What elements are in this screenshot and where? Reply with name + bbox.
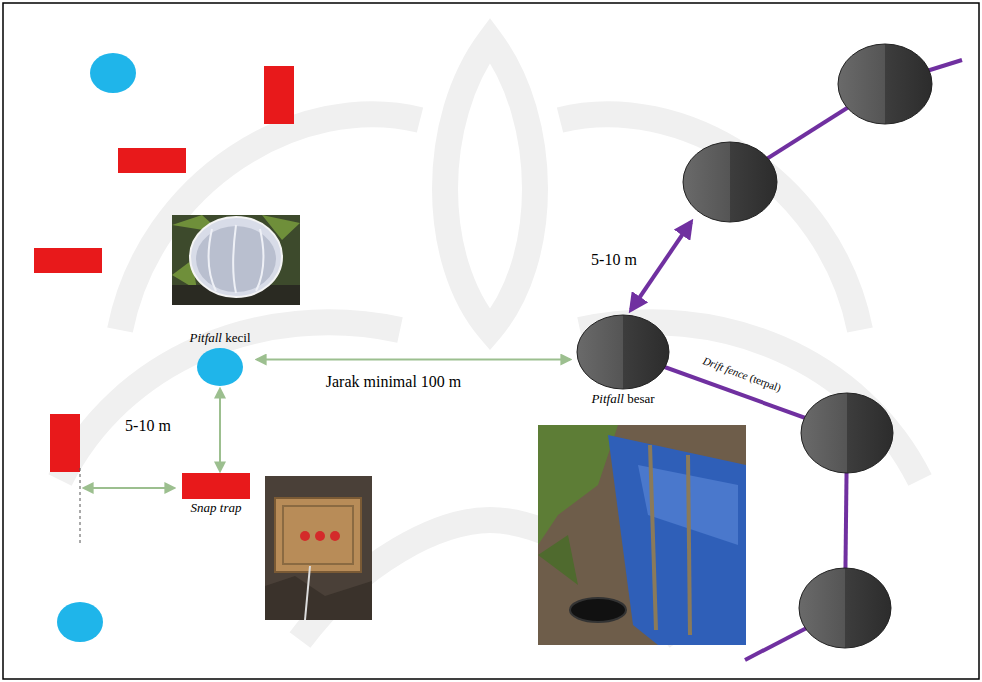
- snap-trap-photo: [265, 476, 372, 620]
- dashed-guide: [80, 468, 81, 545]
- text-part: Jarak minimal 100 m: [326, 373, 462, 390]
- watermark-logo: [60, 40, 920, 640]
- text-part: Pitfall: [591, 391, 624, 406]
- frame-border: [3, 3, 979, 679]
- snap-trap-rect: [34, 66, 294, 472]
- snap-trap-photo: [330, 531, 340, 541]
- distance-arrow: [219, 389, 221, 471]
- grey-shape: [576, 314, 670, 390]
- small-pitfall-circle: [197, 348, 243, 386]
- distance-arrow: [84, 487, 174, 489]
- snap-trap-rect: [118, 148, 186, 173]
- text-part: Pitfall: [189, 330, 222, 345]
- distance-arrow: [631, 222, 691, 310]
- large-pitfall-photo: [538, 535, 578, 585]
- small-pitfall-node: Pitfall kecil: [185, 329, 255, 387]
- distance-label: 5-10 m: [125, 417, 171, 435]
- small-pitfall-photo: [172, 215, 300, 305]
- small-pitfall-circle: [90, 53, 136, 93]
- small-pitfall-photo: [190, 217, 282, 297]
- distance-label: 5-10 m: [591, 251, 637, 269]
- text-part: besar: [624, 391, 655, 406]
- small-pitfall-circle: [57, 53, 136, 642]
- distance-label: Jarak minimal 100 m: [326, 373, 462, 391]
- snap-trap-photo: [275, 498, 361, 572]
- large-pitfall-circle: [799, 568, 891, 648]
- text-part: Snap trap: [191, 500, 242, 515]
- small-pitfall-photo: [172, 215, 300, 305]
- snap-trap-rect: [50, 414, 80, 472]
- large-pitfall-photo: [570, 598, 626, 622]
- snap-trap-rect: [34, 248, 102, 273]
- watermark-logo: [120, 114, 420, 330]
- snap-trap-photo: [265, 576, 372, 620]
- small-pitfall-photo: [196, 226, 276, 292]
- text-part: 5-10 m: [591, 251, 637, 268]
- text-part: Drift fence: [701, 354, 750, 381]
- large-pitfall-photo: [688, 455, 690, 635]
- snap-trap-photo: [300, 531, 310, 541]
- text-part: kecil: [222, 330, 251, 345]
- node-label: Snap trap: [191, 500, 242, 516]
- large-pitfall-photo: [650, 445, 656, 630]
- large-pitfall-photo: [538, 425, 746, 645]
- snap-trap-rect: [182, 473, 250, 499]
- watermark-logo: [560, 114, 860, 330]
- snap-trap-node: Snap trap: [178, 473, 254, 517]
- large-pitfall-circle: [683, 142, 777, 222]
- large-pitfall-photo: [538, 425, 746, 645]
- watermark-logo: [60, 322, 400, 480]
- blue-shape: [196, 347, 244, 387]
- text-part: (terpal): [746, 370, 783, 393]
- large-pitfall-node: Pitfall besar: [572, 314, 674, 408]
- text-part: 5-10 m: [125, 417, 171, 434]
- large-pitfall-photo: [608, 435, 746, 645]
- small-pitfall-circle: [57, 602, 103, 642]
- node-label: Pitfall kecil: [189, 330, 250, 346]
- large-pitfall-circle: [577, 315, 669, 389]
- large-pitfall-circle: [838, 44, 932, 124]
- red-shape: [182, 473, 250, 499]
- snap-trap-photo: [283, 506, 353, 564]
- small-pitfall-photo: [209, 225, 264, 293]
- watermark-logo: [445, 40, 535, 330]
- snap-trap-photo: [305, 566, 310, 620]
- snap-trap-photo: [315, 531, 325, 541]
- large-pitfall-photo: [538, 425, 618, 545]
- snap-trap-photo: [265, 476, 372, 620]
- distance-arrow: [257, 359, 570, 361]
- node-label: Pitfall besar: [591, 391, 654, 407]
- snap-trap-rect: [264, 66, 294, 124]
- large-pitfall-circle: [801, 393, 893, 473]
